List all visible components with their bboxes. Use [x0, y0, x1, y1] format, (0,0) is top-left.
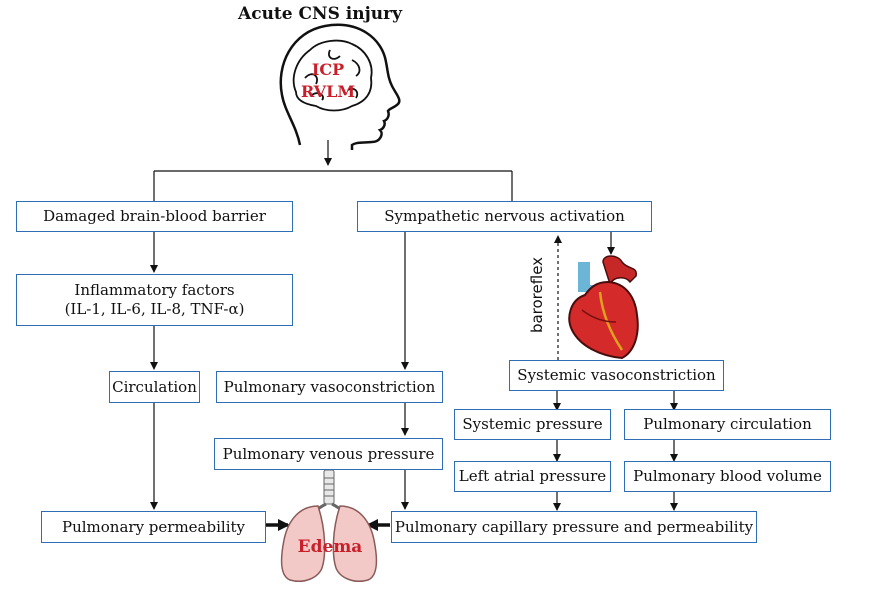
diagram-title: Acute CNS injury	[238, 4, 402, 24]
box-circulation: Circulation	[109, 371, 200, 403]
box-systemic-vasoconstriction: Systemic vasoconstriction	[509, 360, 724, 391]
box-systemic-pressure: Systemic pressure	[454, 409, 611, 440]
box-left-atrial-pressure: Left atrial pressure	[454, 461, 611, 492]
box-pulmonary-blood-volume: Pulmonary blood volume	[624, 461, 831, 492]
lungs-icon	[280, 469, 378, 582]
heart-icon	[568, 255, 639, 360]
box-pulmonary-vasoconstriction: Pulmonary vasoconstriction	[216, 371, 443, 403]
brain-label-rvlm: RVLM	[300, 82, 356, 101]
brain-label-icp: ICP	[311, 60, 345, 79]
inflammatory-title: Inflammatory factors	[74, 281, 235, 300]
edema-label: Edema	[297, 537, 363, 557]
box-damaged-bbb: Damaged brain-blood barrier	[16, 201, 293, 232]
box-pulmonary-venous-pressure: Pulmonary venous pressure	[214, 438, 443, 470]
box-sympathetic-activation: Sympathetic nervous activation	[357, 201, 652, 232]
brain-icon	[292, 39, 373, 112]
baroreflex-label: baroreflex	[528, 256, 546, 334]
box-pulmonary-capillary: Pulmonary capillary pressure and permeab…	[391, 511, 757, 543]
box-inflammatory-factors: Inflammatory factors (IL-1, IL-6, IL-8, …	[16, 274, 293, 326]
head-icon	[279, 23, 401, 150]
inflammatory-list: (IL-1, IL-6, IL-8, TNF-α)	[64, 300, 245, 318]
box-pulmonary-circulation: Pulmonary circulation	[624, 409, 831, 440]
box-pulmonary-permeability: Pulmonary permeability	[41, 511, 266, 543]
